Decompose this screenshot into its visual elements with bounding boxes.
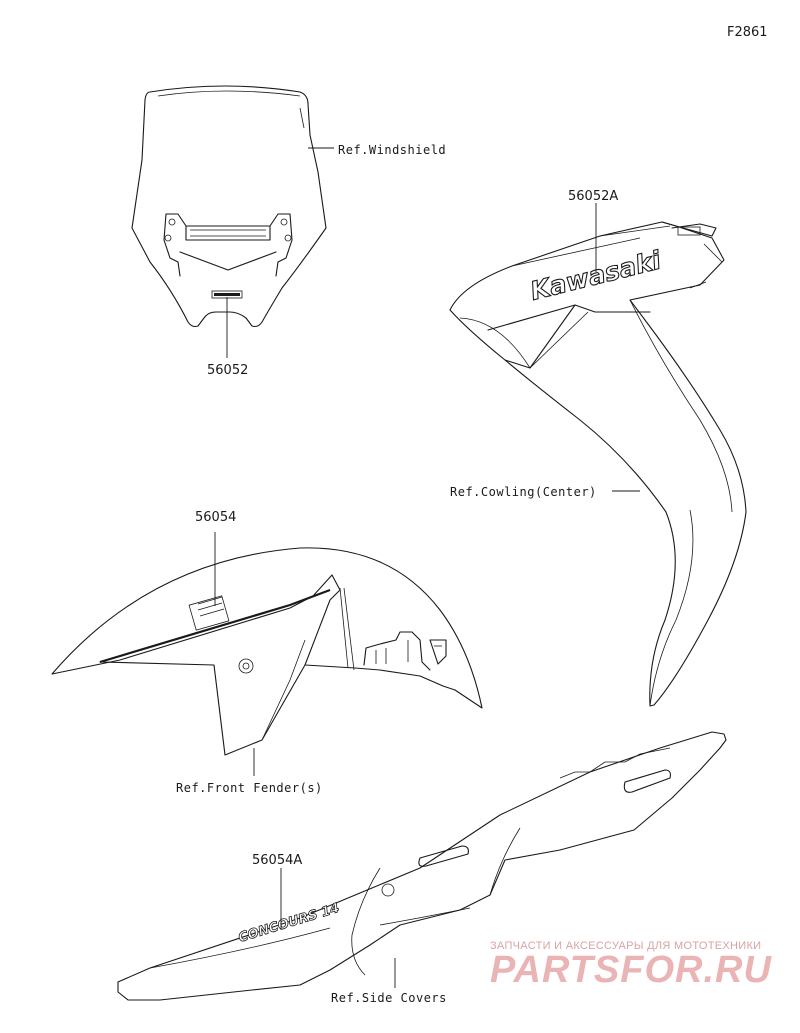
figure-id: F2861 [727,25,768,40]
watermark-brand: PARTSFOR.RU [490,949,772,991]
side-covers-ref-label: Ref.Side Covers [331,991,447,1005]
part-number-56052: 56052 [207,363,248,378]
part-number-56054: 56054 [195,510,236,525]
fender-ref-label: Ref.Front Fender(s) [176,781,323,795]
front-fender-drawing [51,547,483,756]
part-number-56054a: 56054A [252,853,302,868]
part-number-56052a: 56052A [568,189,618,204]
watermark: ЗАПЧАСТИ И АКСЕССУАРЫ ДЛЯ МОТОТЕХНИКИ PA… [490,940,772,991]
windshield-ref-label: Ref.Windshield [338,143,446,157]
center-cowling-drawing: Kawasaki [449,221,747,707]
windshield-drawing [131,85,327,328]
watermark-tagline: ЗАПЧАСТИ И АКСЕССУАРЫ ДЛЯ МОТОТЕХНИКИ [490,940,761,952]
cowling-ref-label: Ref.Cowling(Center) [450,485,597,499]
